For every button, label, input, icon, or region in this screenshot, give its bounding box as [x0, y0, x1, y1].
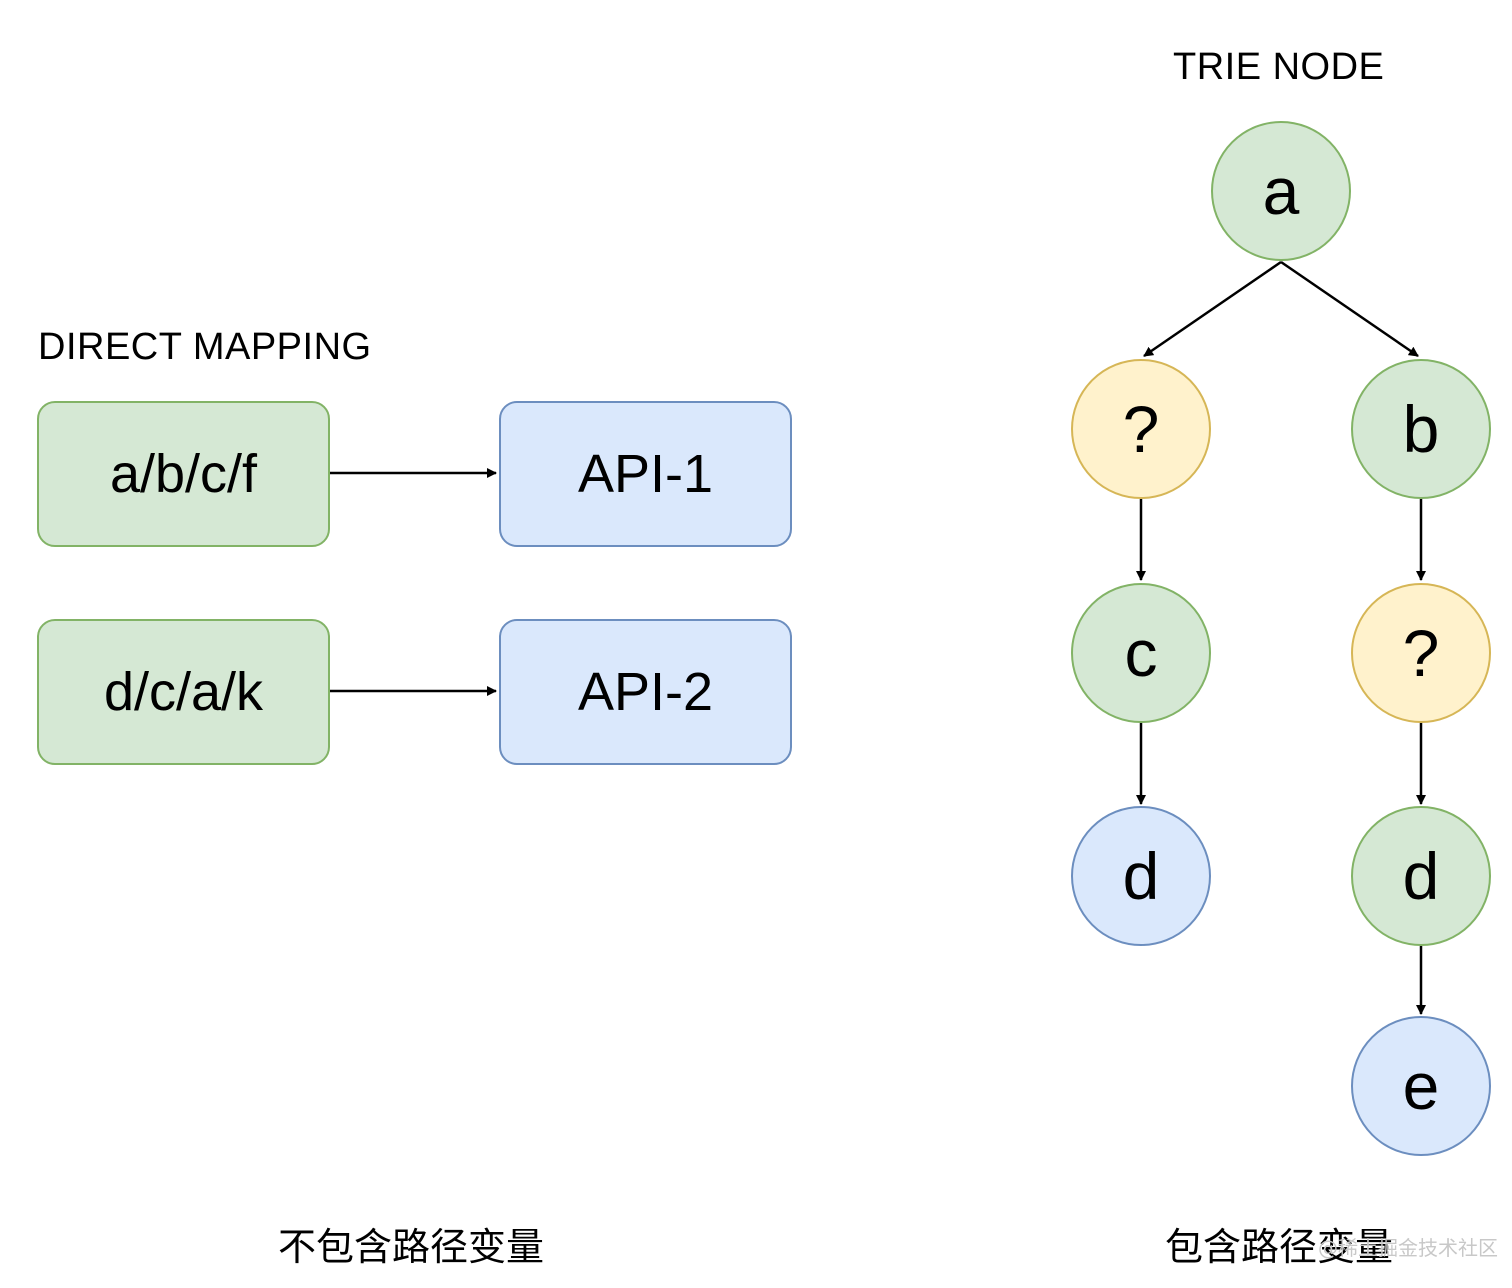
trie-node-title: TRIE NODE [1173, 46, 1385, 88]
trie-caption: 包含路径变量 [1165, 1225, 1394, 1269]
trie-node-root: a [1211, 121, 1351, 261]
trie-node-left-3: d [1071, 806, 1211, 946]
direct-mapping-title: DIRECT MAPPING [38, 326, 372, 368]
trie-node-right-3: d [1351, 806, 1491, 946]
trie-node-left-2: c [1071, 583, 1211, 723]
trie-node-right-4: e [1351, 1016, 1491, 1156]
path-box-2: d/c/a/k [37, 619, 330, 765]
trie-node-right-2: ? [1351, 583, 1491, 723]
edge-a-b [1280, 260, 1419, 358]
trie-node-left-1: ? [1071, 359, 1211, 499]
direct-mapping-caption: 不包含路径变量 [278, 1225, 545, 1269]
trie-node-right-1: b [1351, 359, 1491, 499]
watermark: @稀土掘金技术社区 [1318, 1236, 1498, 1260]
edge-a-left [1143, 260, 1282, 358]
api-box-2: API-2 [499, 619, 792, 765]
path-box-1: a/b/c/f [37, 401, 330, 547]
api-box-1: API-1 [499, 401, 792, 547]
